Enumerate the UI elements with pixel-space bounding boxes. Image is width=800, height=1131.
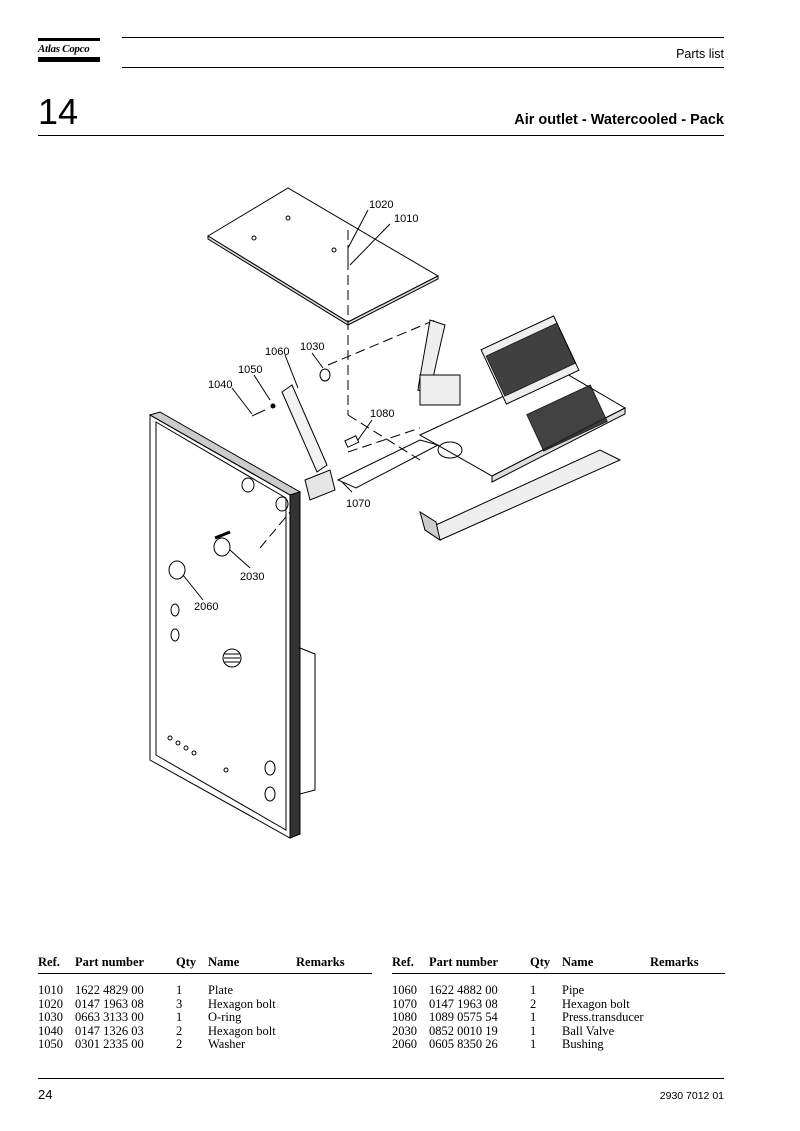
remarks-cell [296,984,372,998]
callout-1010: 1010 [394,213,418,225]
table-row: 1030 0663 3133 00 1 O-ring [38,1010,372,1025]
header-top-rule [122,37,724,38]
col-ref: Ref. [392,955,429,974]
qty-cell: 1 [176,1010,183,1024]
callout-1050: 1050 [238,364,262,376]
callout-1040: 1040 [208,379,232,391]
remarks-cell [650,1025,725,1039]
part-number-cell: 0605 8350 26 [429,1037,498,1051]
callout-1030: 1030 [300,341,324,353]
callout-2060: 2060 [194,601,218,613]
parts-table-right: Ref. Part number Qty Name Remarks 1060 1… [392,955,725,1052]
table-row: 1020 0147 1963 08 3 Hexagon bolt [38,996,372,1012]
part-number-cell: 0852 0010 19 [429,1023,498,1038]
name-cell: Hexagon bolt [208,1023,276,1038]
name-cell: Hexagon bolt [562,996,630,1011]
ref-cell: 1040 [38,1023,63,1038]
remarks-cell [296,1038,372,1052]
part-number-cell: 1089 0575 54 [429,1010,498,1024]
ref-cell: 1060 [392,983,417,997]
header-mid-rule [122,67,724,68]
logo-bottom-bar [38,57,100,62]
qty-cell: 1 [530,983,537,997]
name-cell: Washer [208,1037,246,1051]
col-ref: Ref. [38,955,75,974]
plate-drawing [207,187,440,323]
ref-cell: 1010 [38,983,63,997]
col-name: Name [208,955,296,974]
remarks-cell [296,1011,372,1025]
table-row: 1050 0301 2335 00 2 Washer [38,1037,372,1052]
qty-cell: 2 [176,1023,183,1038]
table-row: 1010 1622 4829 00 1 Plate [38,983,372,998]
table-row: 1040 0147 1326 03 2 Hexagon bolt [38,1023,372,1039]
table-header-row: Ref. Part number Qty Name Remarks [38,955,372,974]
col-qty: Qty [176,955,208,974]
part-number-cell: 0301 2335 00 [75,1037,144,1051]
ref-cell: 2060 [392,1037,417,1051]
table-header-row: Ref. Part number Qty Name Remarks [392,955,725,974]
logo-top-bar [38,38,100,41]
callout-1070: 1070 [346,498,370,510]
part-number-cell: 0663 3133 00 [75,1010,144,1024]
qty-cell: 3 [176,996,183,1011]
part-number-cell: 0147 1963 08 [75,996,144,1011]
table-row: 1060 1622 4882 00 1 Pipe [392,983,725,998]
callout-2030: 2030 [240,571,264,583]
name-cell: Plate [208,983,233,997]
part-number-cell: 0147 1326 03 [75,1023,144,1038]
ref-cell: 1080 [392,1010,417,1024]
col-part-number: Part number [429,955,530,974]
logo-text: Atlas Copco [38,43,90,55]
qty-cell: 1 [530,1010,537,1024]
document-type: Parts list [676,47,724,61]
ref-cell: 1070 [392,996,417,1011]
col-qty: Qty [530,955,562,974]
exploded-parts-drawing: 1020 1010 1060 1030 1050 1040 1080 1070 … [148,187,627,839]
footer-rule [38,1078,724,1079]
table-row: 1070 0147 1963 08 2 Hexagon bolt [392,996,725,1012]
name-cell: O-ring [208,1010,242,1024]
part-number-cell: 1622 4882 00 [429,983,498,997]
remarks-cell [296,1025,372,1039]
remarks-cell [650,998,725,1012]
remarks-cell [650,984,725,998]
callout-1020: 1020 [369,199,393,211]
remarks-cell [650,1011,725,1025]
parts-table-left: Ref. Part number Qty Name Remarks 1010 1… [38,955,372,1052]
document-number: 2930 7012 01 [659,1090,724,1102]
qty-cell: 1 [176,983,183,997]
name-cell: Bushing [562,1037,604,1051]
section-number: 14 [38,91,79,132]
callout-1080: 1080 [370,408,394,420]
remarks-cell [650,1038,725,1052]
ref-cell: 1030 [38,1010,63,1024]
qty-cell: 2 [530,996,537,1011]
part-number-cell: 1622 4829 00 [75,983,144,997]
callout-1060: 1060 [265,346,289,358]
section-rule [38,135,724,136]
page-number: 24 [38,1087,53,1102]
col-remarks: Remarks [650,955,725,974]
section-title: Air outlet - Watercooled - Pack [514,112,724,128]
col-part-number: Part number [75,955,176,974]
table-row: 1080 1089 0575 54 1 Press.transducer [392,1010,725,1025]
table-row: 2030 0852 0010 19 1 Ball Valve [392,1023,725,1039]
qty-cell: 1 [530,1037,537,1051]
qty-cell: 1 [530,1023,537,1038]
remarks-cell [296,998,372,1012]
name-cell: Pipe [562,983,585,997]
ref-cell: 2030 [392,1023,417,1038]
col-name: Name [562,955,650,974]
name-cell: Hexagon bolt [208,996,276,1011]
ref-cell: 1020 [38,996,63,1011]
col-remarks: Remarks [296,955,372,974]
name-cell: Ball Valve [562,1023,615,1038]
part-number-cell: 0147 1963 08 [429,996,498,1011]
name-cell: Press.transducer [562,1010,644,1024]
table-row: 2060 0605 8350 26 1 Bushing [392,1037,725,1052]
atlas-copco-logo: Atlas Copco [38,38,100,62]
ref-cell: 1050 [38,1037,63,1051]
qty-cell: 2 [176,1037,183,1051]
